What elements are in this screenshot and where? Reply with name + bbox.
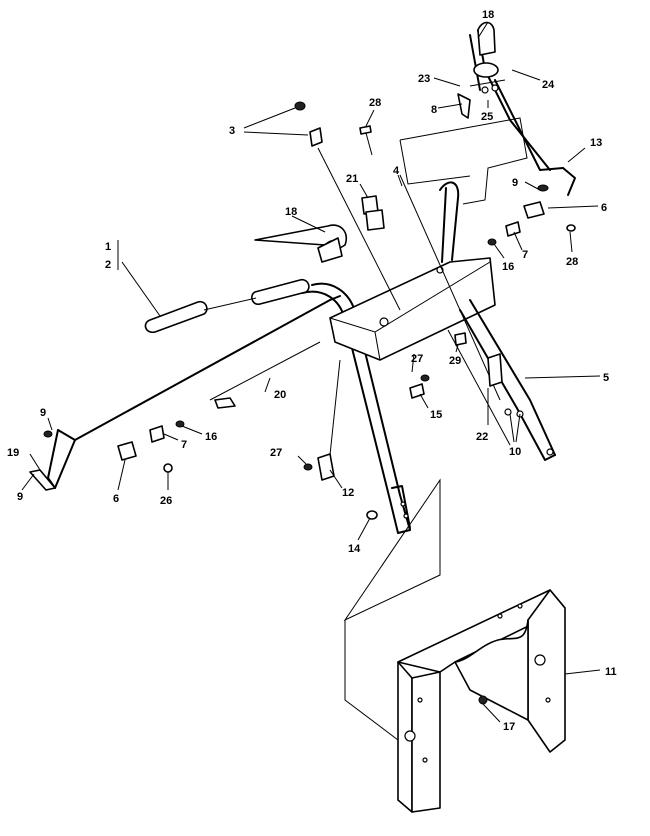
callout-1: 1 [105,241,111,253]
callout-4: 4 [393,165,400,177]
callout-21: 21 [346,173,358,185]
assembly-leader-box [399,117,528,205]
control-panel-box [329,257,496,361]
control-rods [209,147,511,456]
callout-22: 22 [476,431,488,443]
callout-18a: 18 [482,9,494,21]
callout-24: 24 [542,79,555,91]
callout-28a: 28 [369,97,381,109]
shift-lever-18 [254,224,347,263]
leader-lines [21,21,601,723]
callout-27a: 27 [411,353,423,365]
callout-12: 12 [342,487,354,499]
callout-7a: 7 [181,439,187,451]
callout-23: 23 [418,73,430,85]
callout-7b: 7 [522,249,528,261]
callout-26a: 26 [160,495,172,507]
callout-9c: 9 [17,491,23,503]
callout-3: 3 [229,125,235,137]
frame-leader-box [343,478,441,741]
mounting-frame [397,589,566,813]
callout-16a: 16 [205,431,217,443]
callout-8: 8 [431,104,437,116]
callout-13: 13 [590,137,602,149]
callout-20: 20 [274,389,286,401]
callout-18b: 18 [285,206,297,218]
callout-6b: 6 [601,202,607,214]
callout-labels: 1 2 3 4 5 6 6 7 7 8 9 9 9 10 11 12 13 14… [7,9,617,733]
callout-14: 14 [348,543,361,555]
callout-11: 11 [605,666,617,678]
callout-15: 15 [430,409,442,421]
callout-6a: 6 [113,493,119,505]
callout-25: 25 [481,111,493,123]
upper-right-bar [469,21,576,196]
callout-5: 5 [603,372,609,384]
callout-2: 2 [105,259,111,271]
callout-28b: 28 [566,256,578,268]
callout-19: 19 [7,447,19,459]
callout-17: 17 [503,721,515,733]
callout-9b: 9 [512,177,518,189]
callout-27b: 27 [270,447,282,459]
callout-10: 10 [509,446,521,458]
callout-16b: 16 [502,261,514,273]
callout-29: 29 [449,355,461,367]
handle-grip [144,278,310,333]
callout-9a: 9 [40,407,46,419]
